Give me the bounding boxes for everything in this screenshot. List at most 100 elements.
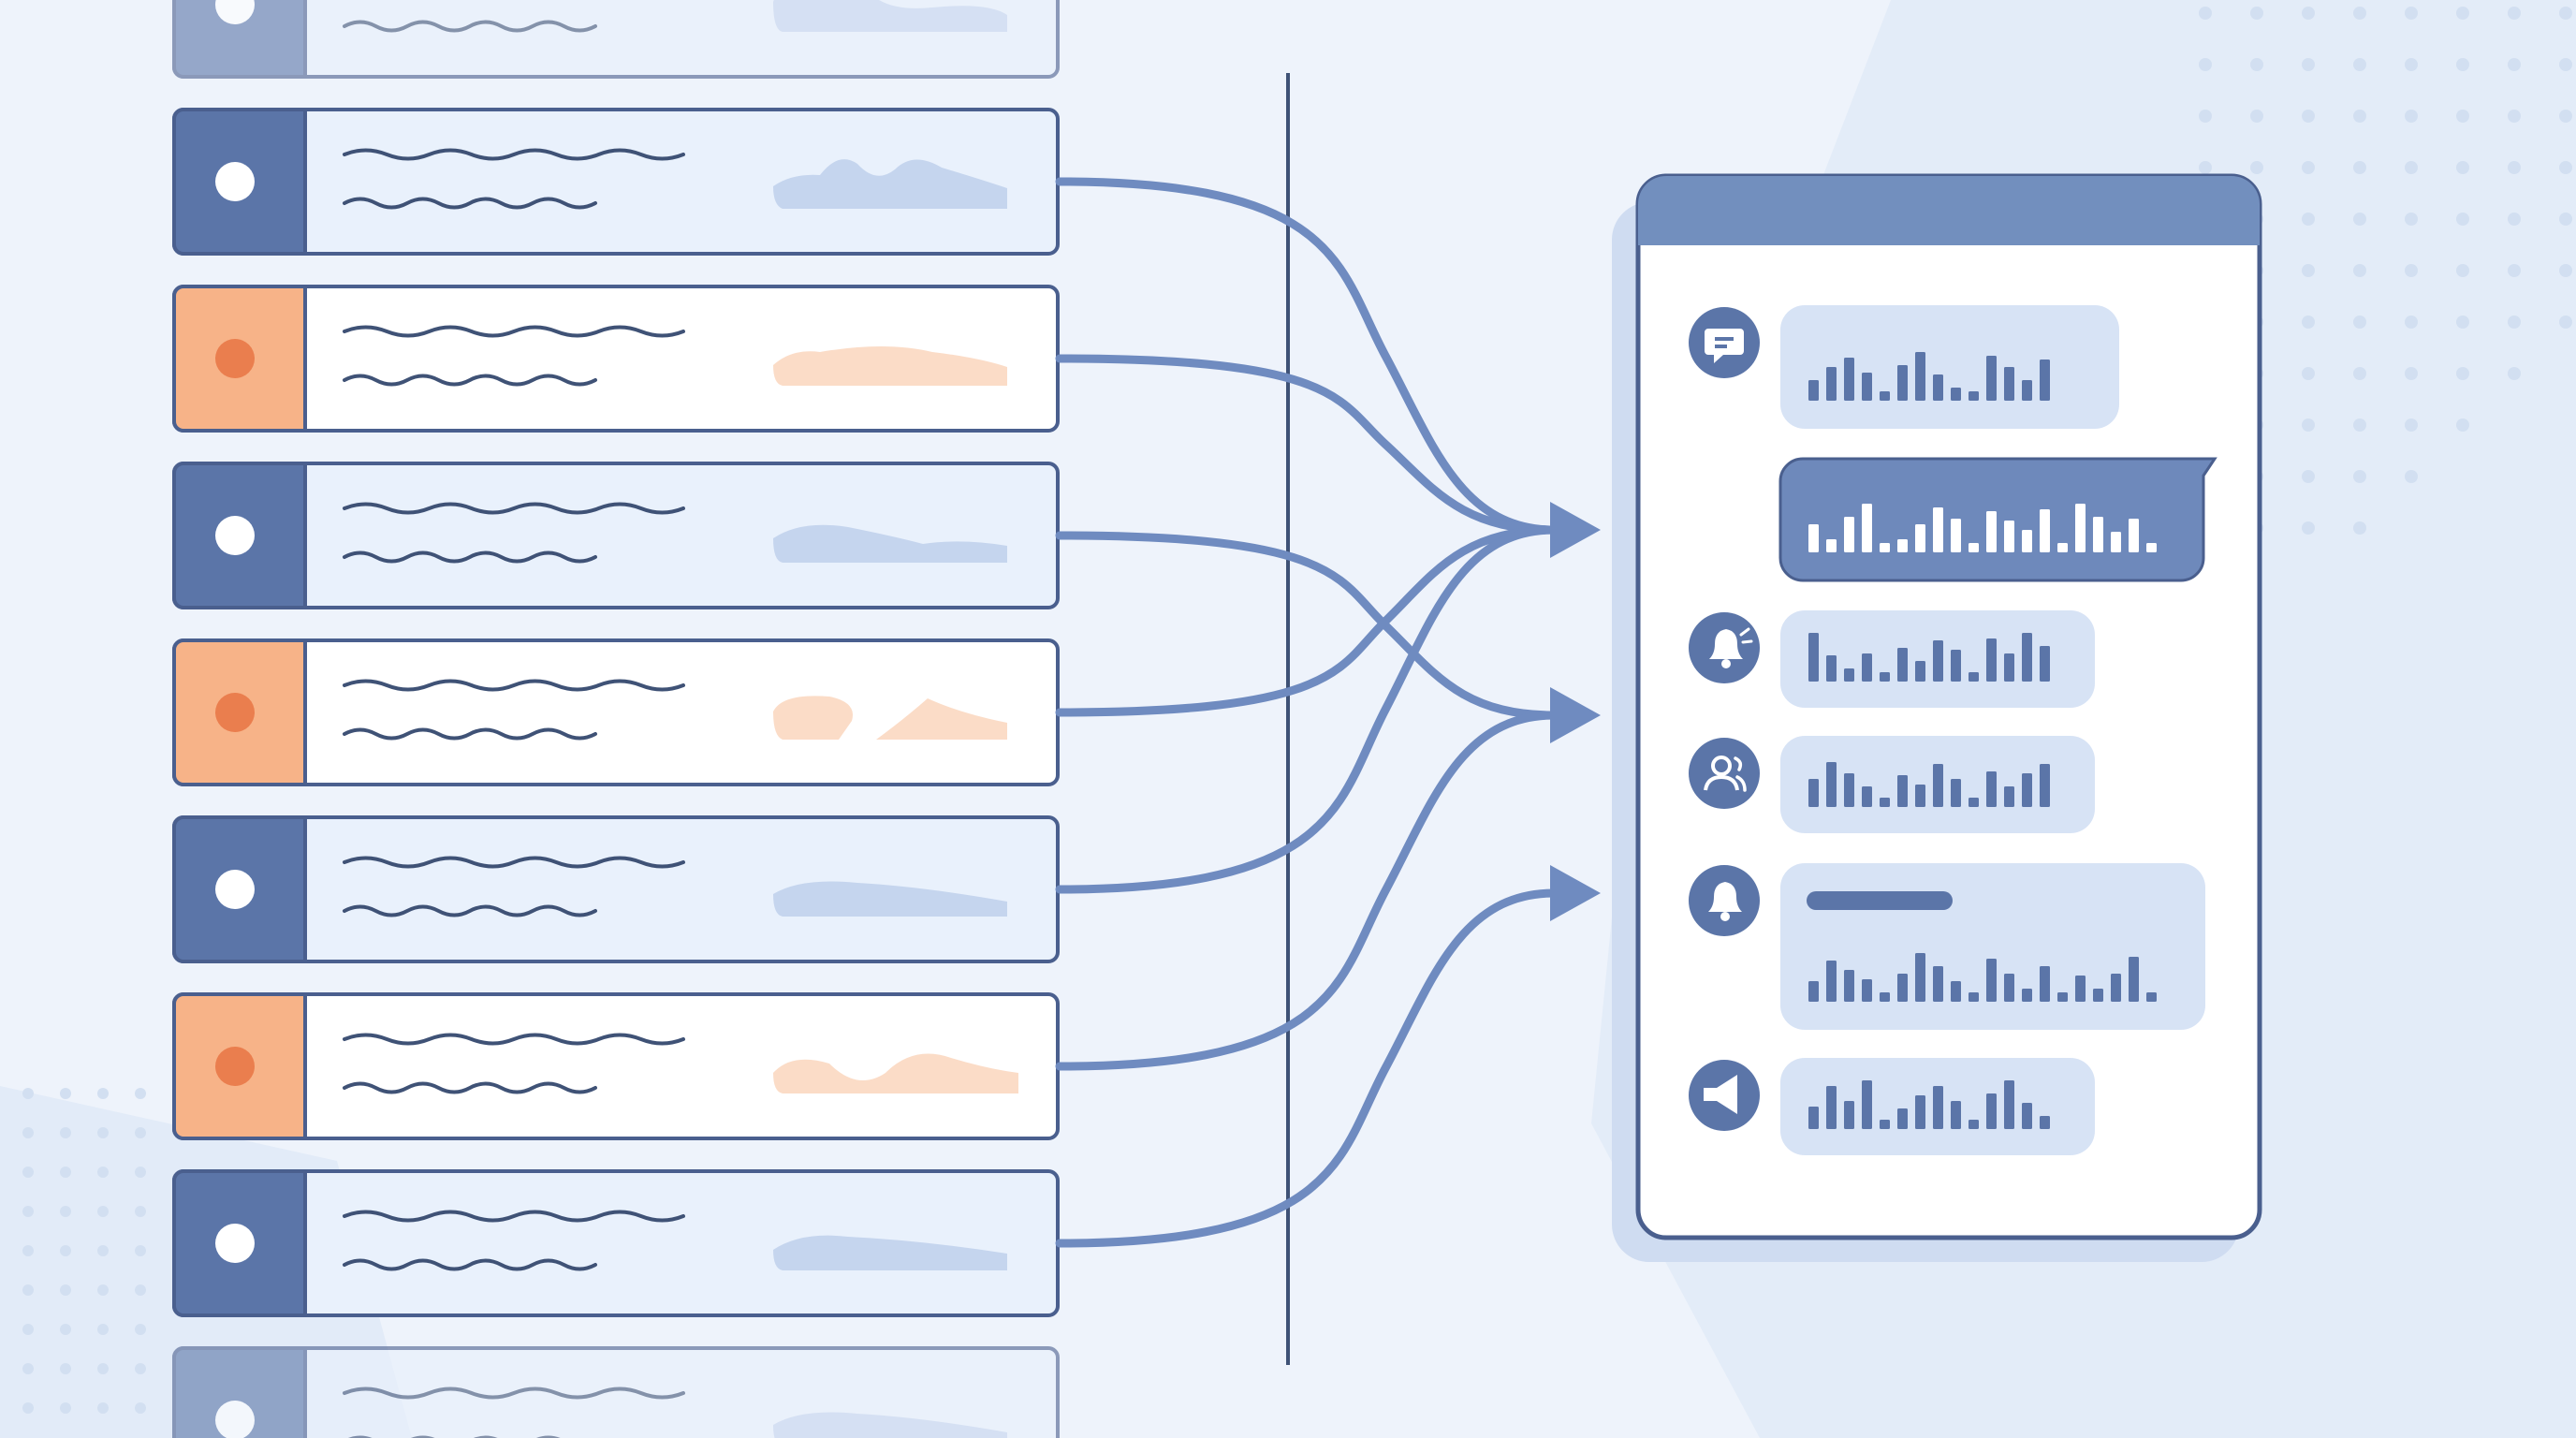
pattern-dot [2508,161,2521,174]
sparkline-shape [773,524,1007,563]
message-text-bar [1915,785,1925,807]
pattern-dot [2199,161,2212,174]
source-row [172,108,1060,256]
text-line-wave [343,197,597,210]
message-list [1689,305,2217,1155]
pattern-dot [2559,161,2572,174]
pattern-dot [135,1363,146,1374]
pattern-dot [2456,213,2469,226]
people-icon [1689,738,1760,809]
message-text-bar [2111,974,2121,1002]
message-text-bar [1915,661,1925,682]
message-item [1689,610,2095,708]
message-text-bar [1969,992,1979,1002]
message-text-bar [1915,352,1925,401]
pattern-dot [2405,110,2418,123]
pattern-dot [135,1245,146,1256]
message-text-bar [1826,367,1837,401]
message-text-bar [1826,1086,1837,1129]
pattern-dot [97,1206,109,1217]
message-text-bar [1880,391,1890,401]
message-text-bar [2129,519,2139,552]
chat-line [1715,345,1727,348]
message-text-bar [1862,979,1872,1002]
message-text-bar [2111,532,2121,552]
message-item [1689,863,2205,1030]
pattern-dot [60,1088,71,1099]
arrowhead [1550,687,1601,743]
message-text-bar [1933,764,1943,807]
message-text-bar [1915,1095,1925,1129]
pattern-dot [2559,58,2572,71]
message-text-bar [2004,653,2014,682]
text-line-wave [343,1033,685,1046]
bell-icon [1689,865,1760,936]
pattern-dot [60,1127,71,1138]
routing-arrow [1055,177,1559,535]
pattern-dot [2508,213,2521,226]
pattern-dot [2405,418,2418,432]
pattern-dot [2559,315,2572,329]
text-line-wave [343,374,597,387]
pattern-dot [22,1167,34,1178]
message-text-bar [2040,360,2050,401]
panel-header [1638,176,2260,245]
pattern-dot [135,1324,146,1335]
source-row [172,1169,1060,1317]
text-line-wave [343,502,685,515]
pattern-dot [2405,7,2418,20]
message-text-bar [1826,539,1837,552]
message-text-bar [1862,373,1872,401]
message-text-bar [2093,989,2103,1002]
pattern-dot [2353,315,2366,329]
message-text-bar [2022,1103,2032,1129]
pattern-dot [60,1324,71,1335]
pattern-dot [22,1245,34,1256]
message-text-bar [1986,638,1997,682]
message-text-bar [2022,773,2032,807]
message-text-bar [1826,762,1837,807]
pattern-dot [22,1206,34,1217]
message-text-bar [1880,798,1890,807]
arrowhead [1550,865,1601,921]
message-item [1689,305,2119,429]
sparkline-shape [773,1412,1007,1438]
pattern-dot [2456,367,2469,380]
row-status-block [172,1346,307,1438]
text-line-wave [343,1210,685,1223]
pattern-dot [2353,58,2366,71]
pattern-dot [97,1088,109,1099]
message-text-bar [1969,672,1979,682]
message-text-bar [2022,633,2032,682]
source-row [172,815,1060,963]
message-text-bar [1986,771,1997,807]
message-text-bar [1951,779,1961,807]
text-line-wave [343,148,685,161]
status-dot-orange [215,1047,255,1086]
source-row [172,285,1060,433]
pattern-dot [60,1284,71,1296]
pattern-dot [2405,315,2418,329]
pattern-dot [2302,264,2315,277]
source-row [172,1346,1060,1438]
message-text-bar [1969,543,1979,552]
sparkline-shape [773,696,1007,740]
sparkline-shape [773,1053,1018,1093]
text-line-wave [343,856,685,869]
message-text-bar [2022,530,2032,552]
message-text-bar [2093,517,2103,552]
bell-shape [1709,629,1743,659]
message-text-bar [1808,633,1819,682]
bell-clapper [1721,659,1731,668]
message-text-bar [1986,356,1997,401]
pattern-dot [22,1324,34,1335]
chat-line [1715,337,1734,341]
text-line-wave [343,904,597,917]
pattern-dot [2508,315,2521,329]
message-text-bar [1986,1093,1997,1129]
megaphone-icon [1689,1060,1760,1131]
message-item [1689,736,2095,833]
message-text-bar [2040,764,2050,807]
status-dot [215,0,255,24]
